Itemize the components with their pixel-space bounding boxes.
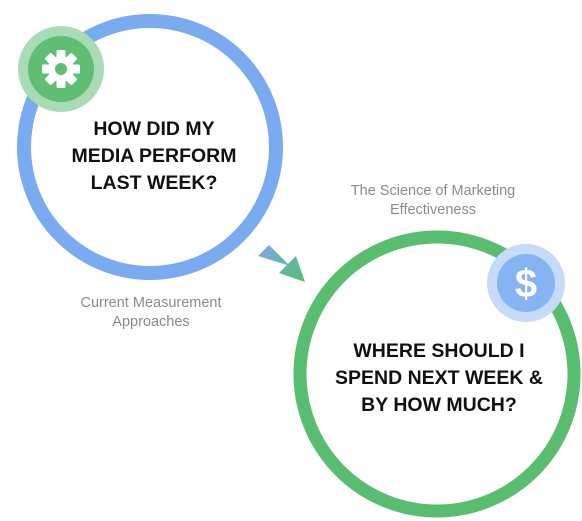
caption-right: The Science of Marketing Effectiveness [315, 182, 551, 220]
caption-left-line: Approaches [112, 314, 190, 330]
question-two-line: WHERE SHOULD I [353, 340, 525, 362]
dollar-badge [487, 244, 565, 322]
caption-left-line: Current Measurement [80, 295, 222, 311]
caption-right-line: Effectiveness [390, 202, 476, 218]
caption-left: Current Measurement Approaches [40, 294, 262, 332]
question-two-text: WHERE SHOULD I SPEND NEXT WEEK & BY HOW … [316, 338, 562, 419]
svg-text:$: $ [515, 262, 537, 306]
arrow-icon [258, 245, 305, 282]
question-one-text: HOW DID MY MEDIA PERFORM LAST WEEK? [40, 116, 268, 197]
dollar-icon: $ [515, 262, 537, 306]
question-two-line: SPEND NEXT WEEK & [334, 367, 544, 389]
caption-right-line: The Science of Marketing [350, 183, 516, 199]
question-one-line: LAST WEEK? [90, 172, 218, 194]
question-one-line: HOW DID MY [93, 118, 215, 140]
gear-icon [42, 50, 80, 88]
question-two-line: BY HOW MUCH? [361, 394, 517, 416]
question-one-line: MEDIA PERFORM [71, 145, 237, 167]
